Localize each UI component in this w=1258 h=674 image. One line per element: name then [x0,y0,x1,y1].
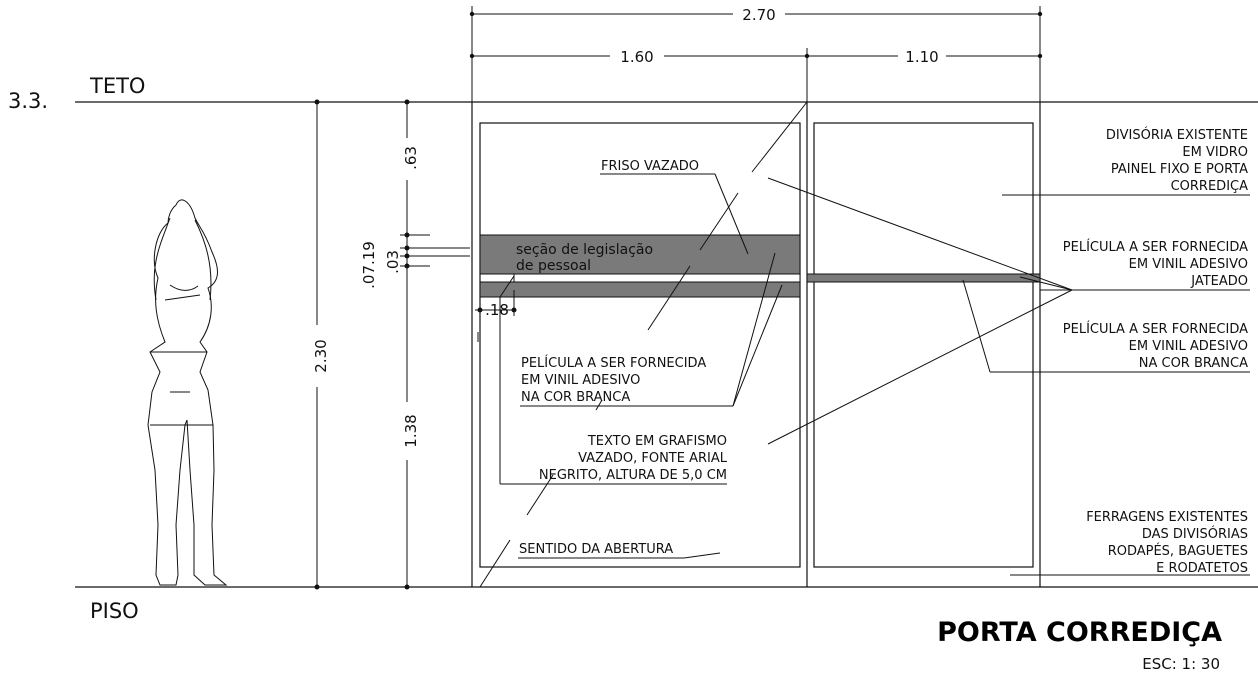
opening-direction-diagonal [479,101,808,588]
friso-vazado-gap [513,273,801,283]
sliding-door-panel [479,122,801,568]
dim-right-panel-width: 1.10 [905,48,938,66]
partition-frame [471,102,1041,587]
note-pelicula-branca-right-2: EM VINIL ADESIVO [1129,339,1248,354]
ceiling-label: TETO [89,74,145,98]
fixed-glass-panel [813,122,1034,568]
drawing-scale: ESC: 1: 30 [1142,655,1220,673]
note-divisoria-3: PAINEL FIXO E PORTA [1111,162,1248,177]
floor-label: PISO [90,599,139,623]
leader-lines [499,173,1250,576]
ceiling-level-value: 3.3. [8,89,48,113]
dim-overall-width: 2.70 [742,6,775,24]
note-ferragens-1: FERRAGENS EXISTENTES [1086,510,1248,525]
human-figure [147,199,228,586]
dim-left-panel-width: 1.60 [620,48,653,66]
white-film-band-upper [479,234,801,275]
band-text-line-1: seção de legislação [516,242,653,258]
dim-total-height: 2.30 [312,339,330,372]
note-pelicula-jateado-1: PELÍCULA A SER FORNECIDA [1063,239,1248,255]
film-bands [479,234,1041,298]
note-friso-vazado: FRISO VAZADO [601,159,699,174]
horizontal-dimensions [469,4,1043,102]
dim-band-stack-a: .07.19 [360,241,378,289]
dim-band-stack-b: .03 [384,250,402,274]
note-divisoria-4: CORREDIÇA [1171,179,1249,194]
note-ferragens-4: E RODATETOS [1156,561,1248,576]
note-ferragens-2: DAS DIVISÓRIAS [1142,526,1248,542]
note-pelicula-branca-right-3: NA COR BRANCA [1139,356,1248,371]
level-lines [75,101,1258,588]
note-pelicula-jateado-3: JATEADO [1190,274,1248,289]
vertical-dimensions [305,99,470,590]
white-film-band-lower [479,281,801,298]
dim-bottom-segment: 1.38 [402,414,420,447]
note-texto-grafismo-3: NEGRITO, ALTURA DE 5,0 CM [539,468,727,483]
note-pelicula-branca-left-3: NA COR BRANCA [521,390,630,405]
note-ferragens-3: RODAPÉS, BAGUETES [1108,543,1248,559]
note-texto-grafismo-2: VAZADO, FONTE ARIAL [578,451,728,466]
note-pelicula-branca-right-1: PELÍCULA A SER FORNECIDA [1063,321,1248,337]
jateado-film-strip [806,273,1041,283]
band-text-line-2: de pessoal [516,258,591,274]
note-divisoria-2: EM VIDRO [1182,145,1248,160]
dim-offset: .18 [485,301,509,319]
drawing-title: PORTA CORREDIÇA [937,617,1222,648]
dim-top-segment: .63 [402,146,420,170]
note-pelicula-branca-left-2: EM VINIL ADESIVO [521,373,640,388]
offset-dimension [475,290,517,342]
note-sentido-abertura: SENTIDO DA ABERTURA [519,542,673,557]
note-divisoria-1: DIVISÓRIA EXISTENTE [1106,127,1248,143]
note-pelicula-jateado-2: EM VINIL ADESIVO [1129,257,1248,272]
note-pelicula-branca-left-1: PELÍCULA A SER FORNECIDA [521,355,706,371]
note-texto-grafismo-1: TEXTO EM GRAFISMO [587,434,727,449]
